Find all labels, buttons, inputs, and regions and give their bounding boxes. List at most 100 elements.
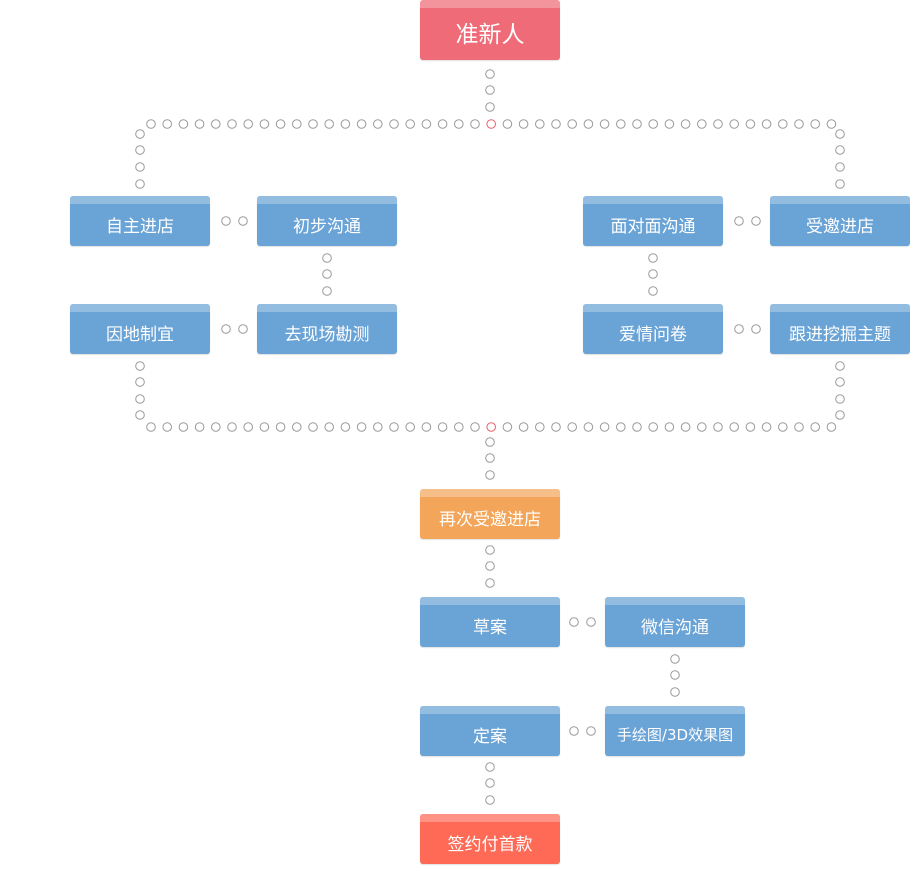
connector-dot [680,422,691,432]
connector-dot [648,422,659,432]
node-sketch-3d: 手绘图/3D效果图 [605,706,745,756]
connector-dot [292,119,302,129]
connector-dot [586,726,596,736]
connector-dot [551,119,561,129]
node-theme-mining: 跟进挖掘主题 [770,304,910,354]
connector-dot [322,253,332,263]
connector-dot [485,545,495,555]
connector-dot [697,422,707,432]
connector-dot [324,422,335,432]
node-contract-payment-label: 签约付首款 [447,834,533,855]
connector-dot [485,453,495,463]
connector-dot [761,422,772,432]
connector-dot [632,422,642,432]
connector-dot [275,422,286,432]
node-face-to-face-label: 面对面沟通 [610,216,696,237]
connector-dot [670,654,680,664]
connector-dot [599,119,610,129]
connector-dot [238,216,248,226]
connector-dot [485,578,495,588]
connector-dot [835,179,845,189]
connector-dot [135,179,145,189]
connector-dot [751,324,761,334]
node-invited-visit: 受邀进店 [770,196,910,246]
connector-dot [648,286,658,296]
connector-dot [670,670,680,680]
connector-dot [324,119,335,129]
node-love-questionnaire: 爱情问卷 [583,304,723,354]
connector-dot [470,422,480,432]
connector-dot [135,129,145,139]
connector-dot [826,119,837,129]
connector-dot [583,422,594,432]
connector-dot [485,762,495,772]
connector-dot [569,726,579,736]
connector-dot [567,119,578,129]
connector-dot [292,422,302,432]
node-site-survey: 去现场勘测 [257,304,397,354]
connector-dot [389,119,399,129]
node-initial-communication: 初步沟通 [257,196,397,246]
connector-dot [745,422,756,432]
connector-dot [632,119,642,129]
connector-dot [405,422,416,432]
connector-dot [340,119,351,129]
connector-dot [485,437,495,447]
connector-dot [729,422,740,432]
connector-dot [243,422,253,432]
node-site-survey-label: 去现场勘测 [284,324,370,345]
node-start: 准新人 [420,0,560,60]
connector-dot [211,119,221,129]
connector-dot [697,119,707,129]
connector-dot [356,119,367,129]
connector-dot [308,422,318,432]
connector-dot [761,119,772,129]
connector-dot [599,422,610,432]
connector-dot [421,119,432,129]
connector-dot [485,795,495,805]
connector-dot [356,422,367,432]
connector-dot [135,361,145,371]
connector-dot [454,422,464,432]
connector-dot [486,119,497,129]
connector-dot [778,422,788,432]
connector-dot [437,119,448,129]
connector-dot [238,324,248,334]
connector-dot [227,422,237,432]
connector-dot [586,617,596,627]
connector-dot [146,422,156,432]
connector-dot [373,422,383,432]
node-reinvited-visit: 再次受邀进店 [420,489,560,539]
connector-dot [794,119,804,129]
connector-dot [502,119,513,129]
connector-dot [243,119,253,129]
connector-dot [437,422,448,432]
connector-dot [616,119,626,129]
node-wechat-communication-label: 微信沟通 [641,617,709,638]
connector-dot [664,422,675,432]
node-face-to-face: 面对面沟通 [583,196,723,246]
node-adapt-to-site-label: 因地制宜 [106,324,174,345]
connector-dot [194,422,205,432]
connector-dot [835,377,845,387]
connector-dot [135,394,145,404]
connector-dot [194,119,205,129]
connector-dot [221,216,231,226]
connector-dot [275,119,286,129]
connector-dot [648,269,658,279]
connector-dot [734,324,744,334]
connector-dot [794,422,804,432]
connector-dot [178,119,189,129]
connector-dot [502,422,513,432]
connector-dot [485,69,495,79]
connector-dot [810,422,821,432]
node-initial-communication-label: 初步沟通 [293,216,361,237]
node-love-questionnaire-label: 爱情问卷 [619,324,687,345]
node-finalize-label: 定案 [473,726,507,747]
node-sketch-3d-label: 手绘图/3D效果图 [616,725,734,744]
connector-dot [664,119,675,129]
connector-dot [485,778,495,788]
connector-dot [135,162,145,172]
connector-dot [146,119,156,129]
